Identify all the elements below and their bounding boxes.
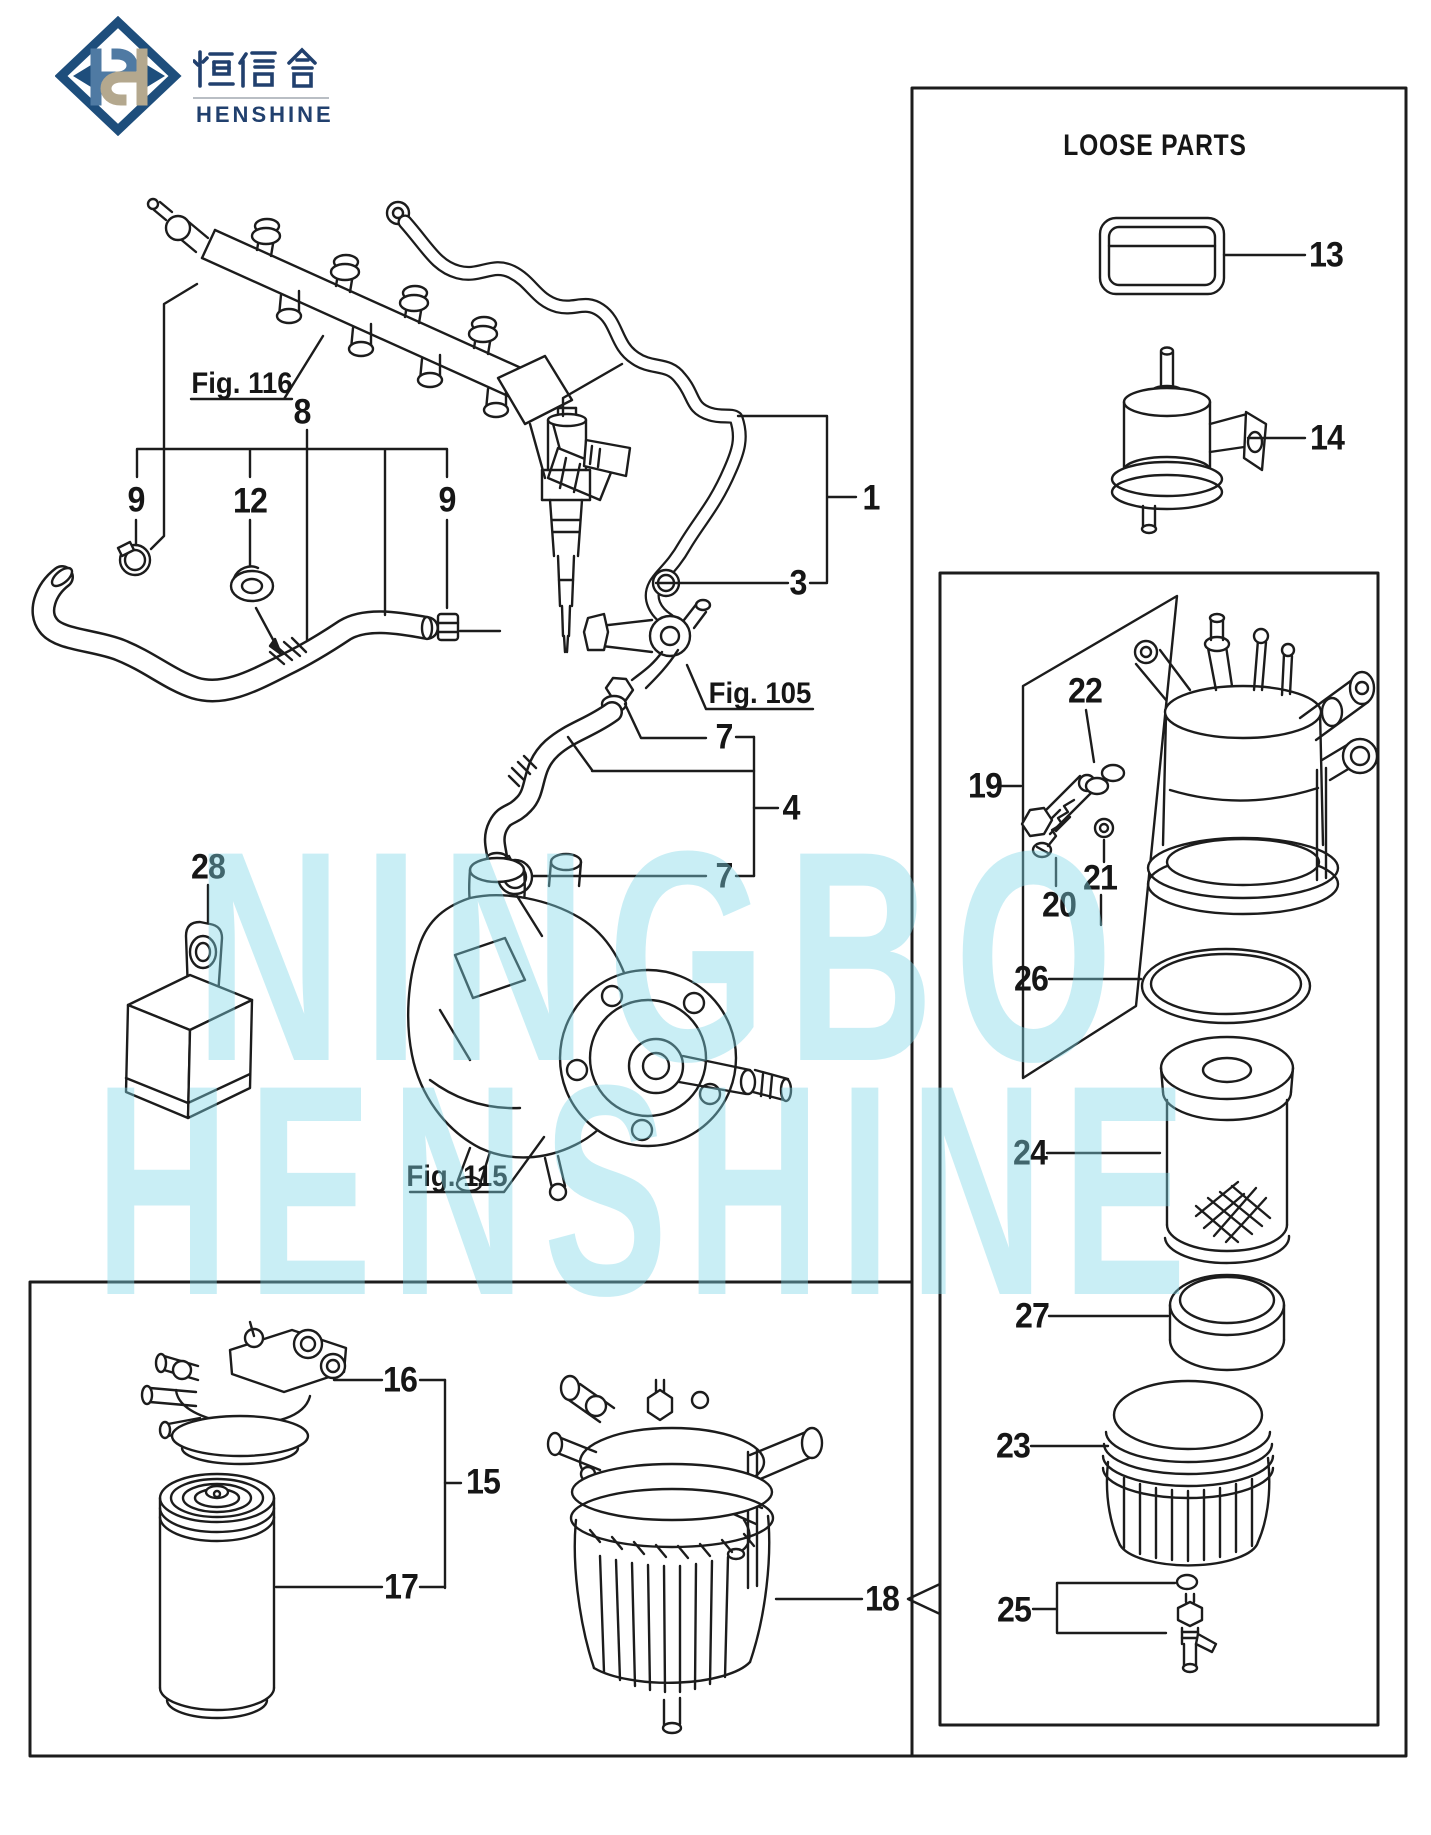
callout-24: 24 <box>1013 1133 1048 1173</box>
callout-12: 12 <box>233 481 268 521</box>
henshine-logo <box>54 15 183 141</box>
callout-23: 23 <box>996 1426 1031 1466</box>
callout-16: 16 <box>383 1360 418 1400</box>
logo-english-text: HENSHINE <box>196 102 334 127</box>
logo-mark-icon <box>54 15 182 137</box>
screw-spring-20-drawing <box>1031 798 1076 859</box>
callout-9-left: 9 <box>127 480 146 520</box>
callout-3: 3 <box>789 563 808 603</box>
clamp-left-drawing <box>116 540 152 577</box>
oring-26-drawing <box>1140 947 1312 1025</box>
supply-pump-drawing <box>406 852 793 1202</box>
banjo-fitting-drawing <box>582 598 712 714</box>
callout-28: 28 <box>191 847 226 887</box>
relay-drawing <box>124 920 254 1120</box>
callout-19: 19 <box>968 766 1003 806</box>
callout-14: 14 <box>1310 418 1345 458</box>
callout-7-top: 7 <box>715 717 734 757</box>
seal-ring-27-drawing <box>1168 1273 1286 1372</box>
gasket-drawing <box>1098 216 1226 296</box>
filter-head-16-drawing <box>140 1320 348 1466</box>
callout-4: 4 <box>782 788 801 828</box>
callout-26: 26 <box>1014 959 1049 999</box>
callout-25: 25 <box>997 1590 1032 1630</box>
filter-element-24-drawing <box>1159 1035 1295 1265</box>
callout-9-right: 9 <box>438 480 457 520</box>
callout-1: 1 <box>862 478 881 518</box>
loose-parts-title: LOOSE PARTS <box>1063 129 1247 162</box>
damper-drawing <box>1110 346 1268 535</box>
fig-ref-115: Fig. 115 <box>406 1160 508 1193</box>
filter-cartridge-17-drawing <box>158 1472 276 1720</box>
callout-22: 22 <box>1068 671 1103 711</box>
molded-hose-drawing <box>31 565 439 703</box>
clip-drawing <box>436 612 460 642</box>
callout-18: 18 <box>865 1579 900 1619</box>
callout-20: 20 <box>1042 885 1077 925</box>
washers-22-drawing <box>1084 763 1126 796</box>
section-boxes <box>28 86 1408 1758</box>
callout-lines <box>134 253 1307 1635</box>
return-hose-drawing <box>483 701 623 867</box>
callout-17: 17 <box>384 1567 419 1607</box>
fig-ref-116: Fig. 116 <box>191 367 293 400</box>
callout-8: 8 <box>293 392 312 432</box>
logo-chinese-text <box>193 47 317 88</box>
callout-7-bottom: 7 <box>715 856 734 896</box>
oring-21-drawing <box>1093 817 1115 839</box>
callout-21: 21 <box>1083 858 1118 898</box>
fig-ref-105: Fig. 105 <box>708 677 812 710</box>
grommet-drawing <box>229 565 283 656</box>
callout-13: 13 <box>1309 235 1344 275</box>
fuel-rail-drawing <box>146 197 614 502</box>
logo-divider <box>193 97 329 99</box>
callout-15: 15 <box>466 1462 501 1502</box>
separator-head-drawing <box>1133 612 1379 916</box>
cap-23-drawing <box>1101 1379 1275 1567</box>
water-separator-drawing <box>546 1374 824 1735</box>
drain-cock-25-drawing <box>1175 1573 1218 1674</box>
overflow-pipe-drawing <box>385 200 747 628</box>
callout-27: 27 <box>1015 1296 1050 1336</box>
injector-drawing <box>540 406 632 654</box>
